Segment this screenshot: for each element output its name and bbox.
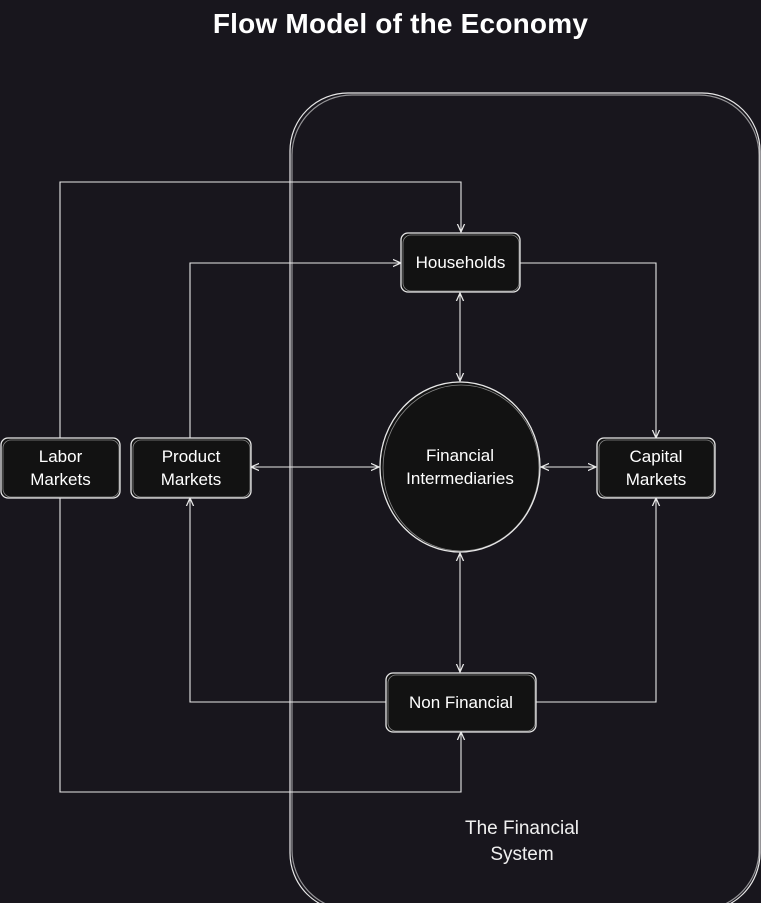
connector-labor-to-non-financial xyxy=(59,498,461,793)
financial-system-label: The Financial System xyxy=(464,818,580,865)
connector-product-to-households xyxy=(189,263,401,438)
labor-markets-label: Labor Markets xyxy=(30,447,91,489)
product-markets-box xyxy=(130,437,252,499)
non-financial-box xyxy=(385,672,537,733)
diagram-title: Flow Model of the Economy xyxy=(212,8,589,39)
capital-markets-label: Capital Markets xyxy=(625,447,687,489)
financial-intermediaries-circle xyxy=(379,381,541,553)
product-markets-label: Product Markets xyxy=(160,447,222,489)
connector-non-financial-to-product xyxy=(190,498,386,703)
connector-households-to-capital xyxy=(520,262,656,438)
households-label: Households xyxy=(415,253,506,272)
labor-markets-box xyxy=(0,437,121,499)
households-box xyxy=(400,232,521,293)
financial-system-boundary xyxy=(289,92,761,903)
capital-markets-box xyxy=(596,437,716,499)
non-financial-label: Non Financial xyxy=(409,693,513,712)
connector-labor-to-households xyxy=(59,181,461,438)
connector-non-financial-to-capital xyxy=(536,498,656,703)
financial-intermediaries-label: Financial Intermediaries xyxy=(406,446,514,488)
